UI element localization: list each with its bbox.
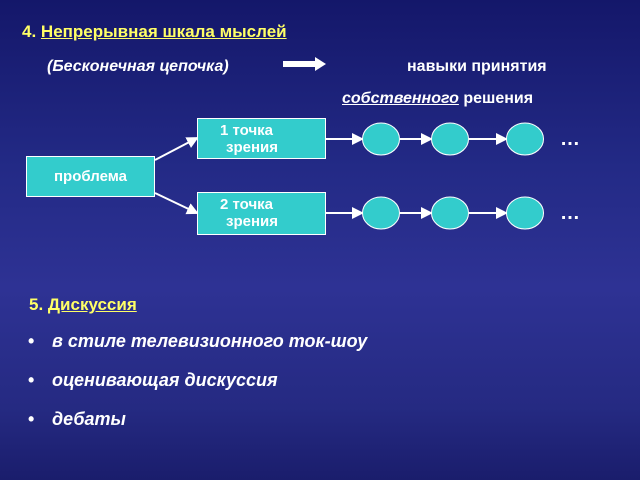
chain-node-row1-2 [431, 122, 469, 156]
bullet-text: дебаты [52, 409, 126, 429]
ellipsis-row-1: … [560, 128, 581, 150]
section-5-heading: 5. Дискуссия [29, 295, 137, 315]
connector-problem-to-view1 [154, 137, 199, 161]
ellipsis-row-2: … [560, 202, 581, 224]
chain-node-row1-3 [506, 122, 544, 156]
chain-node-row2-1 [362, 196, 400, 230]
bullet-item: • оценивающая дискуссия [28, 370, 367, 391]
right-arrow-icon [283, 57, 326, 71]
view-1-box: 1 точка зрения [197, 118, 326, 159]
connector-problem-to-view2 [154, 192, 199, 215]
view-2-line-1: 2 точка [220, 196, 274, 213]
chain-node-row2-3 [506, 196, 544, 230]
bullet-dot-icon: • [28, 409, 35, 429]
bullet-item: • дебаты [28, 409, 367, 430]
section-4-heading: 4. Непрерывная шкала мыслей [22, 22, 287, 42]
view-1-line-2: зрения [226, 139, 278, 156]
skills-rest: решения [463, 90, 534, 107]
bullet-dot-icon: • [28, 331, 35, 351]
view-2-line-2: зрения [226, 213, 278, 230]
skills-underlined-word: собственного [342, 90, 459, 107]
chain-label: (Бесконечная цепочка) [47, 58, 229, 75]
bullet-text: в стиле телевизионного ток-шоу [52, 331, 368, 351]
discussion-bullet-list: • в стиле телевизионного ток-шоу • оценива… [28, 331, 367, 448]
skills-line-2: собственного решения [342, 90, 533, 108]
chain-node-row2-2 [431, 196, 469, 230]
section-5-title: Дискуссия [47, 295, 137, 314]
view-2-box: 2 точка зрения [197, 192, 326, 235]
section-5-number: 5. [29, 295, 44, 314]
problem-box: проблема [26, 156, 155, 197]
section-4-number: 4. [22, 22, 37, 41]
bullet-text: оценивающая дискуссия [52, 370, 278, 390]
bullet-item: • в стиле телевизионного ток-шоу [28, 331, 367, 352]
skills-line-1: навыки принятия [407, 58, 547, 75]
chain-node-row1-1 [362, 122, 400, 156]
section-4-title: Непрерывная шкала мыслей [40, 22, 287, 41]
view-1-line-1: 1 точка [220, 122, 274, 139]
bullet-dot-icon: • [28, 370, 35, 390]
